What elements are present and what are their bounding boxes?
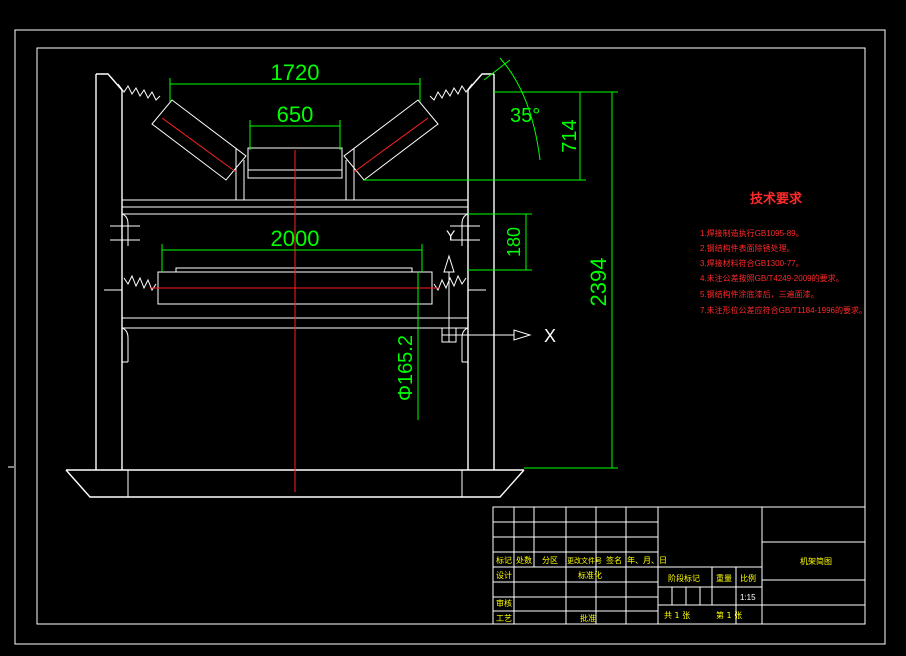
svg-text:审核: 审核 <box>496 598 512 608</box>
svg-text:1:15: 1:15 <box>740 593 756 602</box>
tech-title: 技术要求 <box>750 191 803 206</box>
dim-height-total: 2394 <box>586 258 611 307</box>
svg-text:更改文件号: 更改文件号 <box>567 556 602 565</box>
dim-width-frame: 2000 <box>271 226 320 251</box>
svg-text:签名: 签名 <box>606 555 622 565</box>
svg-text:4.未注公差按照GB/T4249-2009的要求。: 4.未注公差按照GB/T4249-2009的要求。 <box>700 273 844 283</box>
svg-text:处数: 处数 <box>516 555 532 565</box>
svg-text:批准: 批准 <box>580 613 596 623</box>
svg-text:重量: 重量 <box>716 573 732 583</box>
svg-text:阶段标记: 阶段标记 <box>668 573 700 583</box>
dim-offset: 180 <box>504 227 524 257</box>
svg-text:标准化: 标准化 <box>578 570 602 580</box>
svg-text:7.未注形位公差应符合GB/T1184-1996的要求。: 7.未注形位公差应符合GB/T1184-1996的要求。 <box>700 305 867 315</box>
svg-text:5.钢结构件涂底漆后，三遍面漆。: 5.钢结构件涂底漆后，三遍面漆。 <box>700 289 819 299</box>
svg-text:第 1 张: 第 1 张 <box>716 610 742 620</box>
svg-text:标记: 标记 <box>496 555 512 565</box>
svg-text:3.焊接材料符合GB1300-77。: 3.焊接材料符合GB1300-77。 <box>700 258 804 268</box>
dimension-lines <box>161 57 618 469</box>
centerlines <box>150 117 440 492</box>
outer-border <box>14 29 886 645</box>
axis-y-label: Y <box>446 227 456 243</box>
svg-text:2.钢结构件表面除锈处理。: 2.钢结构件表面除锈处理。 <box>700 243 795 253</box>
svg-text:1.焊接制造执行GB1095-89。: 1.焊接制造执行GB1095-89。 <box>700 228 804 238</box>
svg-text:机架简图: 机架简图 <box>800 556 832 566</box>
svg-text:设计: 设计 <box>496 570 512 580</box>
svg-text:年、月、日: 年、月、日 <box>627 555 667 565</box>
inner-border <box>36 47 866 625</box>
dim-width-top: 1720 <box>271 60 320 85</box>
svg-text:比例: 比例 <box>740 573 756 583</box>
title-block <box>492 506 866 625</box>
dim-width-mid: 650 <box>277 102 314 127</box>
axis-x-label: X <box>544 326 556 346</box>
svg-text:分区: 分区 <box>542 556 558 565</box>
dim-roller-dia: Φ165.2 <box>395 335 417 401</box>
dim-angle: 35° <box>510 105 540 127</box>
dim-height-trough: 714 <box>559 119 581 152</box>
title-block-text: 标记 处数 分区 更改文件号 签名 年、月、日 设计 标准化 阶段标记 重量 比… <box>496 555 832 623</box>
tech-notes: 1.焊接制造执行GB1095-89。 2.钢结构件表面除锈处理。 3.焊接材料符… <box>700 228 867 315</box>
conveyor-frame <box>65 73 532 498</box>
svg-text:共 1 张: 共 1 张 <box>664 611 690 620</box>
svg-text:工艺: 工艺 <box>496 614 512 623</box>
